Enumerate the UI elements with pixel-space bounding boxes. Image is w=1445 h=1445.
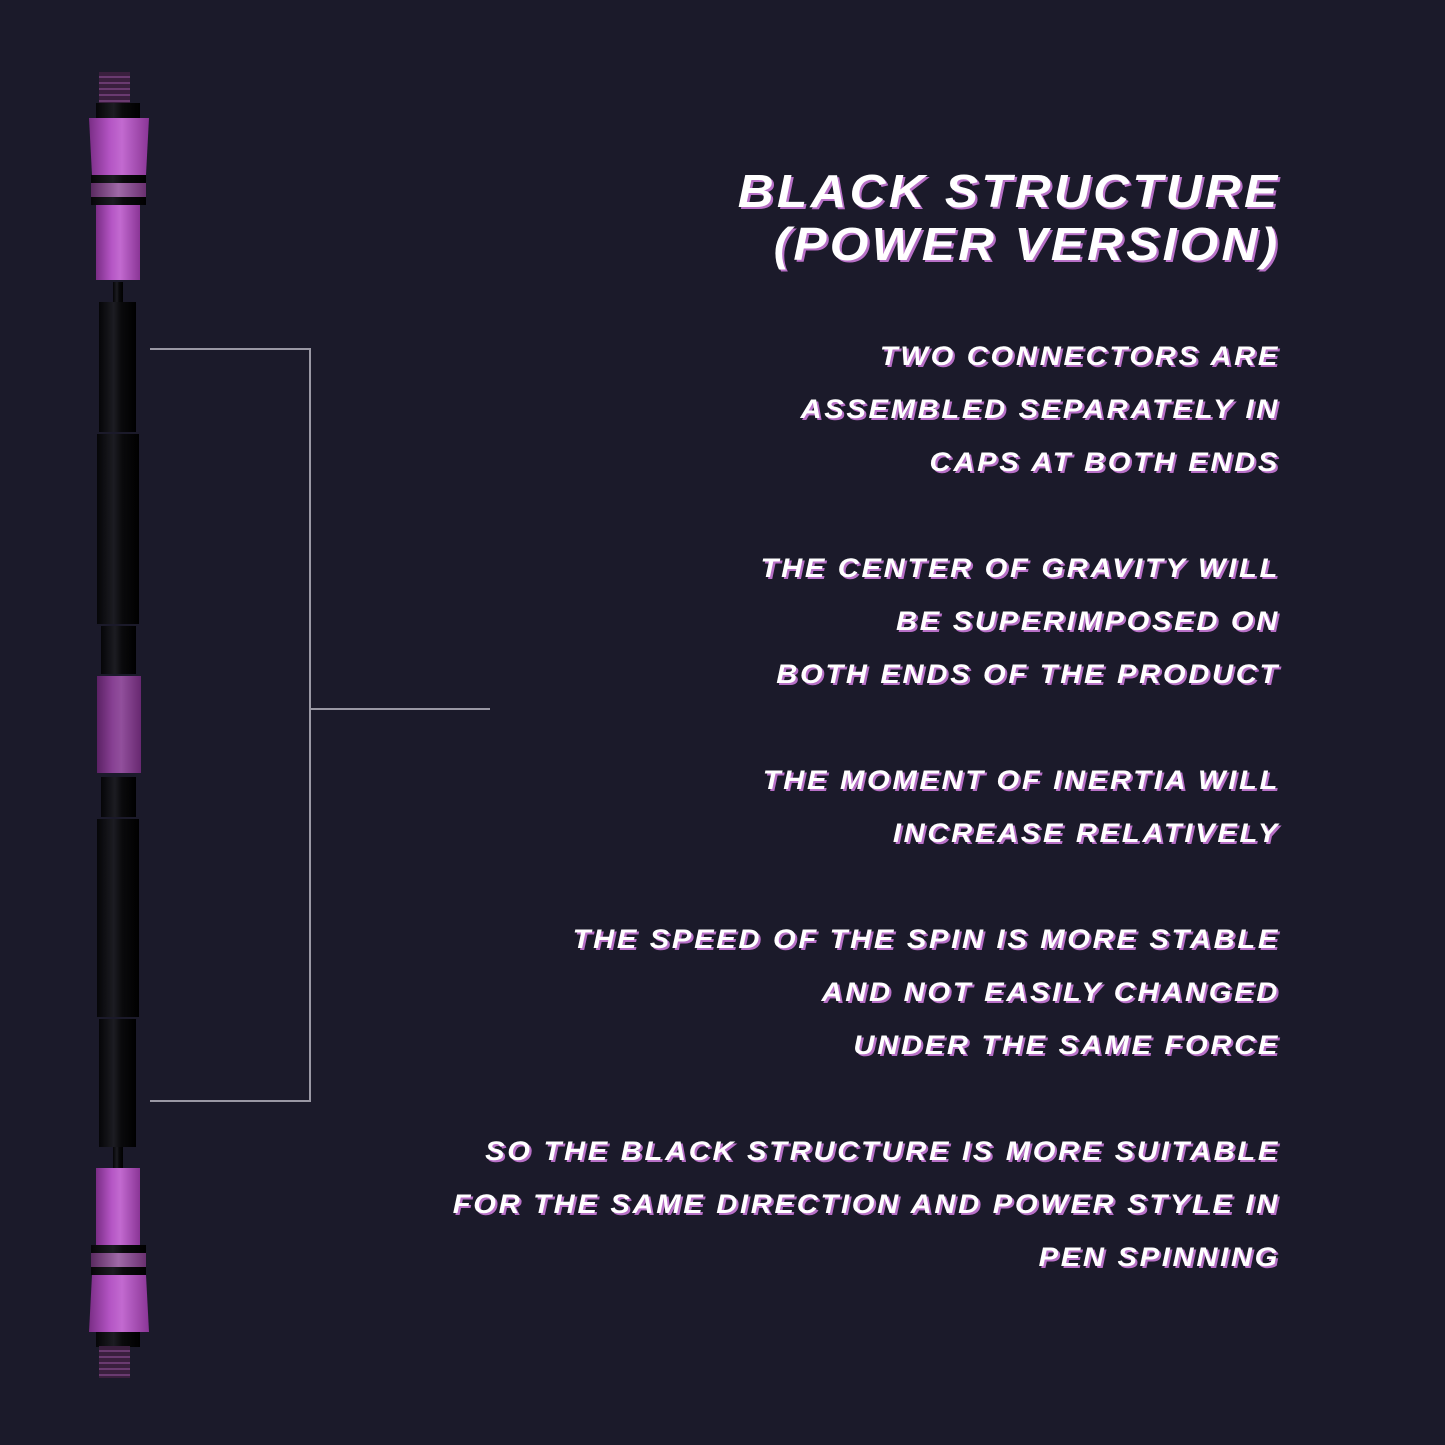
top-stem — [113, 282, 123, 303]
text-line: The center of gravity will — [760, 553, 1280, 583]
paragraph-inertia: The moment of inertia will increase rela… — [453, 754, 1280, 860]
title-line: Black Structure — [737, 165, 1280, 217]
text-line: both ends of the product — [776, 659, 1280, 689]
top-thread — [99, 72, 130, 104]
upper-barrel — [101, 626, 136, 674]
text-line: caps at both ends — [929, 447, 1280, 477]
lower-barrel — [101, 777, 136, 817]
text-line: The speed of the spin is more stable — [572, 924, 1280, 954]
bracket-top-line — [150, 348, 311, 350]
text-line: So the black structure is more suitable — [485, 1136, 1280, 1166]
bottom-thread — [99, 1346, 130, 1378]
center-weight — [97, 676, 141, 773]
text-line: pen spinning — [1038, 1242, 1280, 1272]
text-line: The moment of inertia will — [762, 765, 1280, 795]
top-collar — [96, 103, 140, 119]
bracket-pointer-line — [310, 708, 490, 710]
upper-barrel — [97, 434, 139, 624]
lower-barrel — [99, 1019, 136, 1147]
bottom-cap — [89, 1275, 149, 1332]
text-line: increase relatively — [892, 818, 1280, 848]
paragraph-conclusion: So the black structure is more suitable … — [453, 1125, 1280, 1284]
top-ring — [91, 197, 146, 205]
bracket-vertical-line — [309, 348, 311, 1102]
text-line: for the same direction and power style i… — [452, 1189, 1280, 1219]
bottom-band — [91, 1253, 146, 1267]
bottom-body — [96, 1168, 140, 1245]
description: Two connectors are assembled separately … — [453, 330, 1280, 1337]
text-line: under the same force — [853, 1030, 1280, 1060]
bottom-ring — [91, 1267, 146, 1275]
top-body — [96, 205, 140, 280]
text-line: be superimposed on — [895, 606, 1280, 636]
bottom-stem — [113, 1147, 123, 1168]
paragraph-speed: The speed of the spin is more stable and… — [453, 913, 1280, 1072]
paragraph-connectors: Two connectors are assembled separately … — [453, 330, 1280, 489]
top-cap — [89, 118, 149, 175]
lower-barrel — [97, 819, 139, 1017]
text-line: Two connectors are — [879, 341, 1280, 371]
top-ring — [91, 175, 146, 183]
title-line: (Power Version) — [773, 218, 1280, 270]
paragraph-gravity: The center of gravity will be superimpos… — [453, 542, 1280, 701]
bracket-bottom-line — [150, 1100, 311, 1102]
page-title: Black Structure (Power Version) — [737, 165, 1280, 271]
text-line: and not easily changed — [821, 977, 1280, 1007]
bottom-collar — [96, 1332, 140, 1347]
top-band — [91, 183, 146, 197]
text-line: assembled separately in — [800, 394, 1280, 424]
upper-barrel — [99, 302, 136, 432]
bottom-ring — [91, 1245, 146, 1253]
